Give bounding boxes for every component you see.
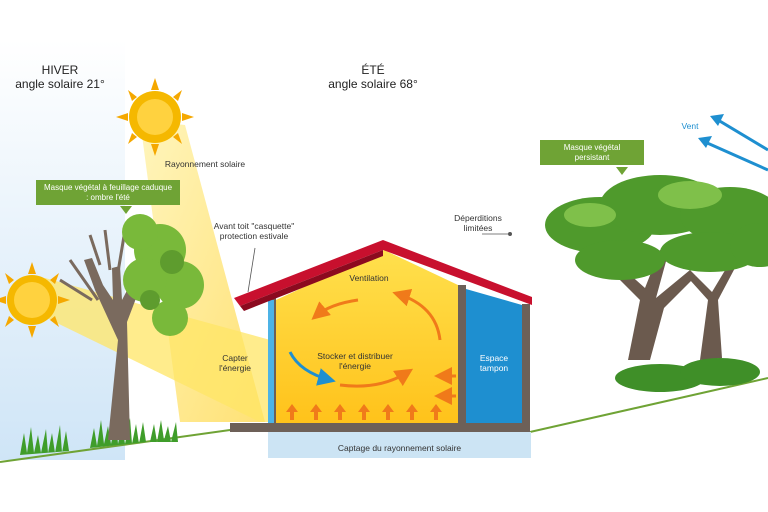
winter-sun-icon — [0, 262, 70, 338]
evergreen-tree-illustration — [545, 175, 768, 392]
leader-lines — [247, 231, 512, 293]
winter-title: HIVER angle solaire 21° — [10, 63, 110, 92]
floor-heat-arrows — [286, 404, 442, 420]
ventilation-label: Ventilation — [349, 273, 389, 283]
heat-loss-label: Déperditions limitées — [454, 213, 502, 233]
wind-arrows — [698, 114, 768, 172]
grass-tufts — [20, 418, 178, 455]
cool-air-arrow — [288, 351, 336, 386]
winter-angle-text: angle solaire 21° — [15, 76, 105, 91]
capture-energy-label: Capter l'énergie — [219, 353, 251, 373]
evergreen-mask-tag: Masque végétal persistant — [540, 140, 644, 166]
house-floor — [230, 423, 530, 432]
south-glazing — [268, 300, 274, 424]
summer-angle-text: angle solaire 68° — [328, 76, 418, 91]
summer-title: ÉTÉ angle solaire 68° — [318, 63, 428, 92]
winter-sky-panel — [0, 40, 125, 460]
evergreen-mask-tag-pointer — [616, 167, 628, 175]
deciduous-mask-tag-pointer — [120, 206, 132, 214]
summer-title-text: ÉTÉ — [361, 63, 385, 77]
buffer-space-zone — [466, 289, 522, 425]
interior-heat-arrows — [311, 289, 456, 405]
wind-label: Vent — [681, 121, 699, 131]
buffer-space-label: Espace tampon — [479, 353, 509, 373]
roof-overhang-label: Avant toit "casquette" protection estiva… — [213, 221, 295, 241]
deciduous-tree-illustration — [59, 214, 204, 440]
deciduous-mask-tag: Masque végétal à feuillage caduque : omb… — [36, 180, 180, 206]
house-illustration — [230, 240, 532, 432]
winter-title-text: HIVER — [41, 63, 79, 77]
solar-capture-label: Captage du rayonnement solaire — [268, 438, 531, 458]
summer-sun-icon — [116, 78, 194, 156]
solar-radiation-label: Rayonnement solaire — [164, 159, 246, 169]
store-distribute-label: Stocker et distribuer l'énergie — [317, 351, 393, 371]
